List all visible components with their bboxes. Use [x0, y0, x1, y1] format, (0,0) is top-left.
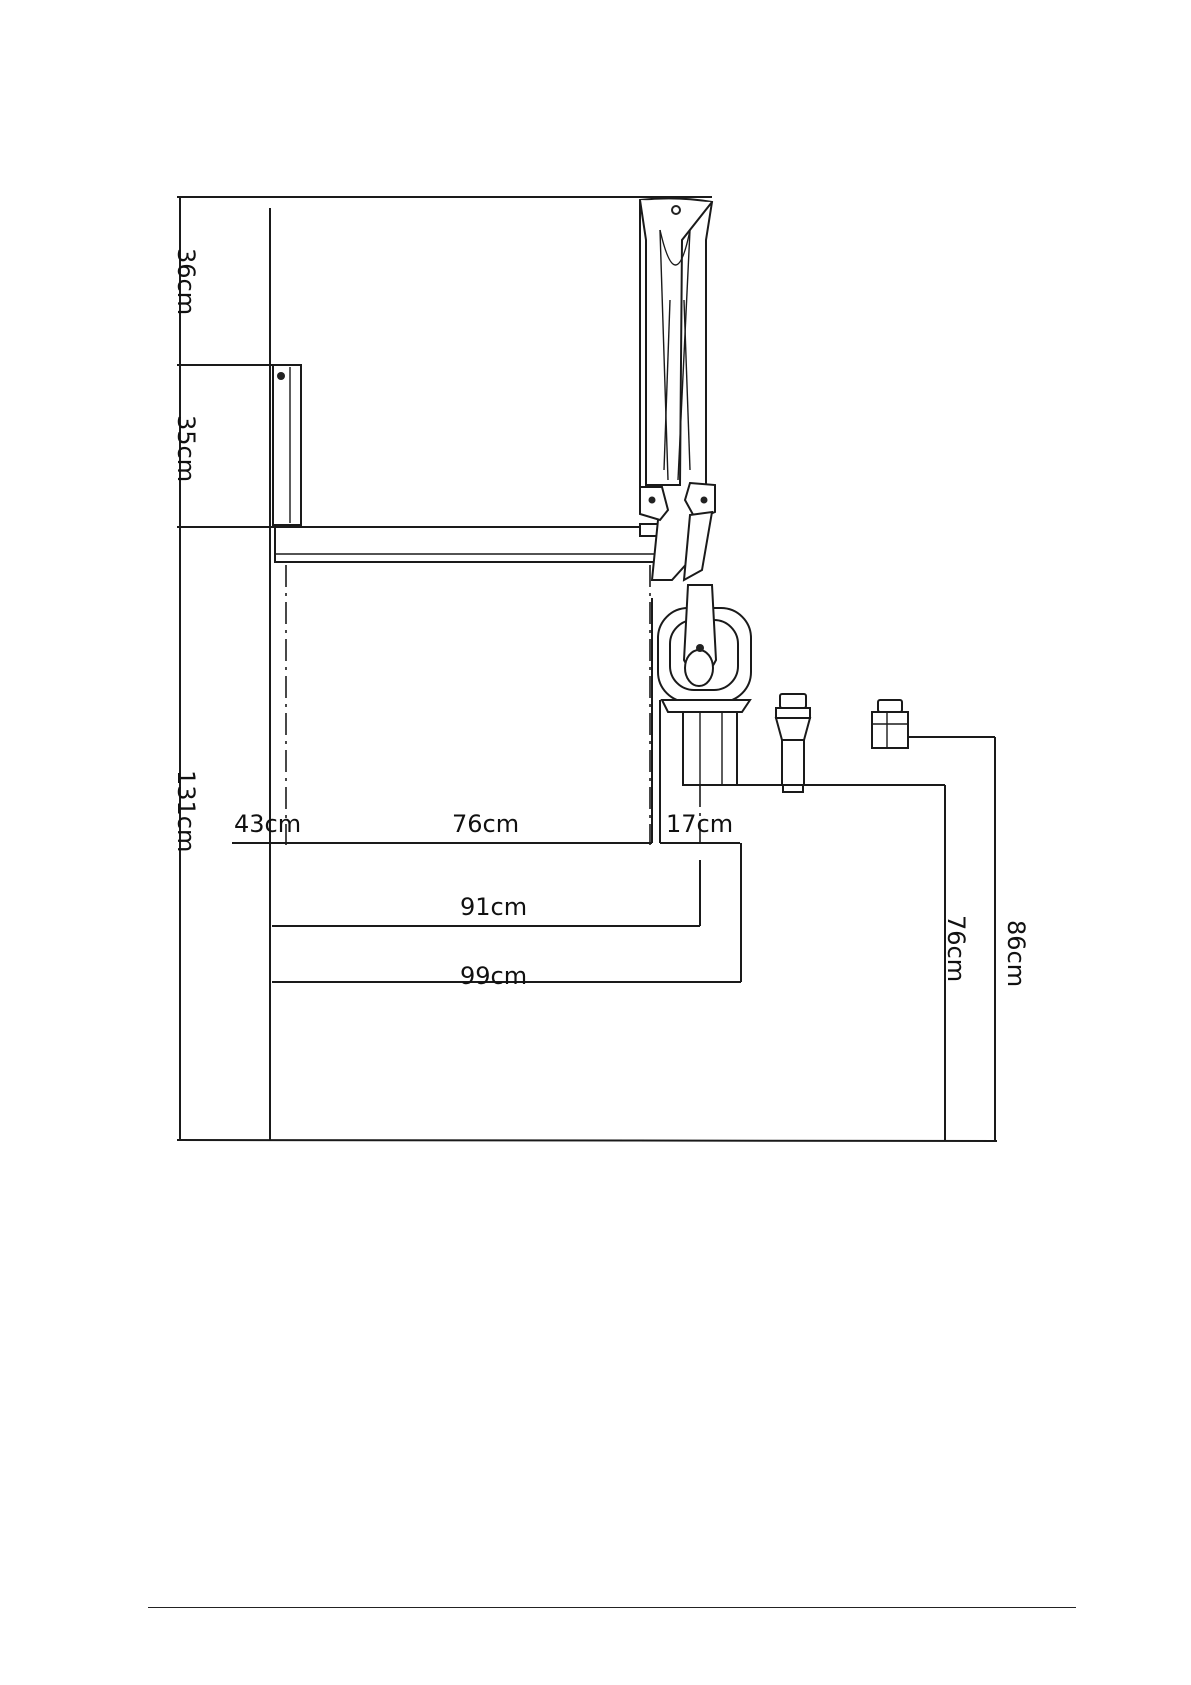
dim-arm-span: 76cm: [452, 810, 519, 838]
arm-centerlines: [286, 565, 650, 845]
bracket-bolt-icon: [277, 372, 285, 380]
joint-right-bolt-icon: [701, 497, 708, 504]
dim-reach-short: 91cm: [460, 893, 527, 921]
cone-small-right: [872, 700, 908, 748]
head-pivot-icon: [696, 644, 704, 652]
dim-table-height-low: 76cm: [942, 915, 970, 982]
dimension-labels: 36cm 35cm 131cm 43cm 76cm 17cm 91cm 99cm…: [172, 248, 1030, 990]
frame-lines: [177, 197, 997, 1141]
wall-bracket: [273, 365, 301, 525]
dim-total-height: 131cm: [172, 770, 200, 852]
dim-wall-unit-height: 35cm: [172, 415, 200, 482]
dim-table-height-high: 86cm: [1002, 920, 1030, 987]
dim-top-gap: 36cm: [172, 248, 200, 315]
dim-left-offset: 43cm: [234, 810, 301, 838]
arm-pivot-icon: [672, 206, 680, 214]
footer-rule: [148, 1607, 1076, 1608]
pantograph-arm: [640, 198, 715, 580]
cone-small-left: [776, 694, 810, 792]
dim-reach-long: 99cm: [460, 962, 527, 990]
dim-head-offset: 17cm: [666, 810, 733, 838]
horizontal-arm: [275, 524, 666, 562]
joint-left-bolt-icon: [649, 497, 656, 504]
